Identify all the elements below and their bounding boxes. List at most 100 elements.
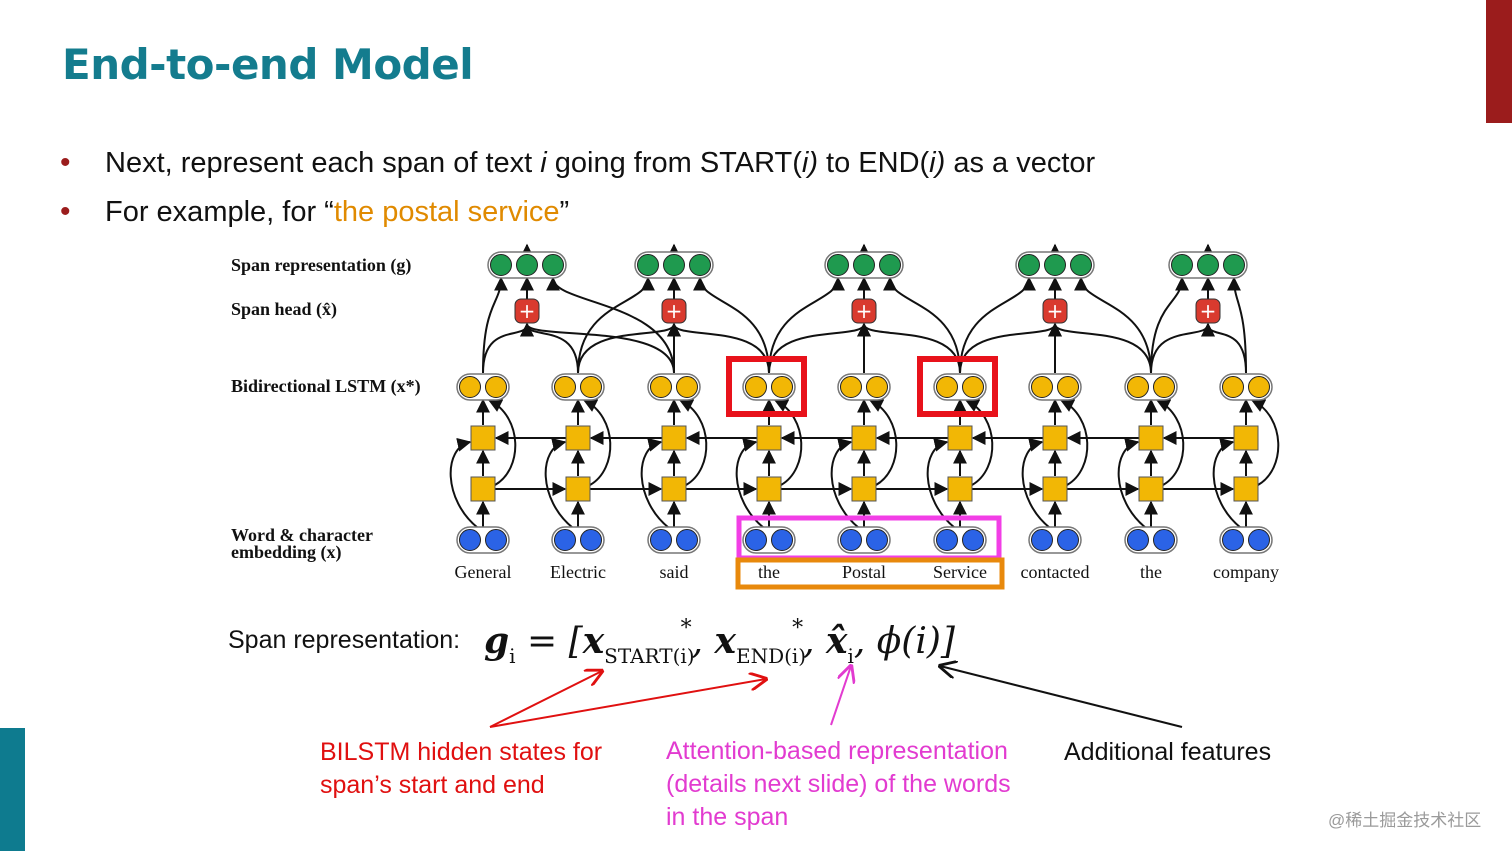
annotation-attention: Attention-based representation (details …	[666, 737, 1011, 831]
forward-lstm-cell	[565, 476, 591, 502]
bullet-item: •For example, for “the postal service”	[60, 189, 1095, 238]
bilstm-node-unit	[1153, 376, 1175, 398]
span-representation-node-unit	[490, 254, 512, 276]
bullet-text: as a vector	[945, 147, 1096, 179]
span-representation-node	[487, 251, 567, 279]
embedding-node	[742, 526, 796, 554]
lstm-to-head-edge	[520, 322, 675, 374]
backward-lstm-cell	[661, 425, 687, 451]
span-representation-node-unit	[689, 254, 711, 276]
lstm-to-head-edge	[667, 322, 770, 374]
start-to-span-edge	[577, 276, 655, 374]
embedding-node-unit	[485, 529, 507, 551]
bilstm-node	[1219, 373, 1273, 401]
bilstm-node	[1028, 373, 1082, 401]
plus-icon: +	[1200, 299, 1217, 323]
forward-to-lstm-edge	[582, 399, 612, 486]
embedding-node-unit	[1222, 529, 1244, 551]
backward-lstm-cell	[1042, 425, 1068, 451]
span-representation-node-unit	[853, 254, 875, 276]
backward-lstm-cell	[1138, 425, 1164, 451]
formula-phi: ϕ(i)]	[876, 621, 955, 662]
formula-end-sub: END(i)	[735, 644, 807, 668]
emb-to-backward-edge	[544, 437, 574, 529]
span-representation-node-unit	[637, 254, 659, 276]
bilstm-node	[837, 373, 891, 401]
span-representation-node-unit	[879, 254, 901, 276]
bilstm-node-unit	[936, 376, 958, 398]
bilstm-node	[647, 373, 701, 401]
plus-icon: +	[666, 299, 683, 323]
forward-lstm-cell	[1233, 476, 1259, 502]
bilstm-node-unit	[1127, 376, 1149, 398]
backward-lstm-cell	[756, 425, 782, 451]
span-representation-node-unit	[663, 254, 685, 276]
embedding-node-unit	[745, 529, 767, 551]
forward-lstm-cell	[1042, 476, 1068, 502]
row-label-embedding-line2: embedding (x)	[231, 542, 342, 563]
arrow-start-state	[489, 671, 602, 728]
emb-to-backward-edge	[1212, 437, 1242, 529]
formula-start-sub: START(i)	[604, 644, 695, 668]
bilstm-node-unit	[771, 376, 793, 398]
start-to-span-edge	[482, 276, 508, 374]
bilstm-node-unit	[1222, 376, 1244, 398]
embedding-node-unit	[650, 529, 672, 551]
bullet-text: to END(	[817, 147, 930, 179]
end-to-span-edge	[1074, 276, 1152, 374]
span-head-node	[661, 298, 687, 324]
word-label: Postal	[842, 562, 886, 582]
bilstm-node-unit	[650, 376, 672, 398]
accent-bar-right	[1486, 0, 1512, 123]
lstm-to-head-edge	[1048, 322, 1152, 374]
backward-lstm-cell	[470, 425, 496, 451]
word-label: contacted	[1021, 562, 1090, 582]
bilstm-node-unit	[962, 376, 984, 398]
bilstm-node-unit	[554, 376, 576, 398]
bilstm-node-unit	[866, 376, 888, 398]
embedding-node-unit	[866, 529, 888, 551]
span-representation-node	[634, 251, 714, 279]
span-representation-node-unit	[1223, 254, 1245, 276]
start-to-span-edge	[768, 276, 845, 374]
forward-lstm-cell	[1138, 476, 1164, 502]
start-to-span-edge	[959, 276, 1036, 374]
forward-to-lstm-edge	[964, 399, 994, 486]
row-label-span-head: Span head (x̂)	[231, 299, 337, 320]
bullet-dot: •	[60, 146, 71, 179]
bilstm-node-unit	[485, 376, 507, 398]
formula-comma: ,	[691, 621, 715, 662]
bilstm-node	[456, 373, 510, 401]
forward-to-lstm-edge	[1250, 399, 1280, 486]
bullet-item: •Next, represent each span of text i goi…	[60, 140, 1095, 189]
word-label: Electric	[550, 562, 606, 582]
formula-label: Span representation:	[228, 626, 461, 654]
formula-sub: i	[847, 644, 854, 668]
plus-icon: +	[1047, 299, 1064, 323]
formula-g: g	[484, 620, 510, 662]
span-representation-node	[824, 251, 904, 279]
arrow-features	[940, 666, 1183, 728]
word-label: company	[1213, 562, 1279, 582]
watermark: @稀土掘金技术社区	[1328, 811, 1482, 830]
bullet-text: going from START(	[546, 147, 802, 179]
span-head-node	[514, 298, 540, 324]
plus-icon: +	[519, 299, 536, 323]
row-label-span-representation: Span representation (g)	[231, 255, 411, 276]
embedding-node	[647, 526, 701, 554]
lstm-to-head-edge	[1150, 322, 1215, 374]
bilstm-node-unit	[840, 376, 862, 398]
start-highlight-box	[726, 356, 807, 417]
span-head-node	[1195, 298, 1221, 324]
span-representation-node-unit	[1171, 254, 1193, 276]
end-to-span-edge	[1227, 276, 1247, 374]
lstm-to-head-edge	[1201, 322, 1247, 374]
end-to-span-edge	[693, 276, 770, 374]
forward-to-lstm-edge	[487, 399, 517, 486]
formula-x: x	[582, 620, 605, 662]
annotation-features: Additional features	[1064, 738, 1272, 766]
embedding-node-unit	[1127, 529, 1149, 551]
embedding-node	[551, 526, 605, 554]
annotation-bilstm: BILSTM hidden states for span’s start an…	[320, 738, 603, 799]
span-formula: gi = [xSTART(i)*, xEND(i)*, x̂i, ϕ(i)]	[484, 616, 955, 668]
